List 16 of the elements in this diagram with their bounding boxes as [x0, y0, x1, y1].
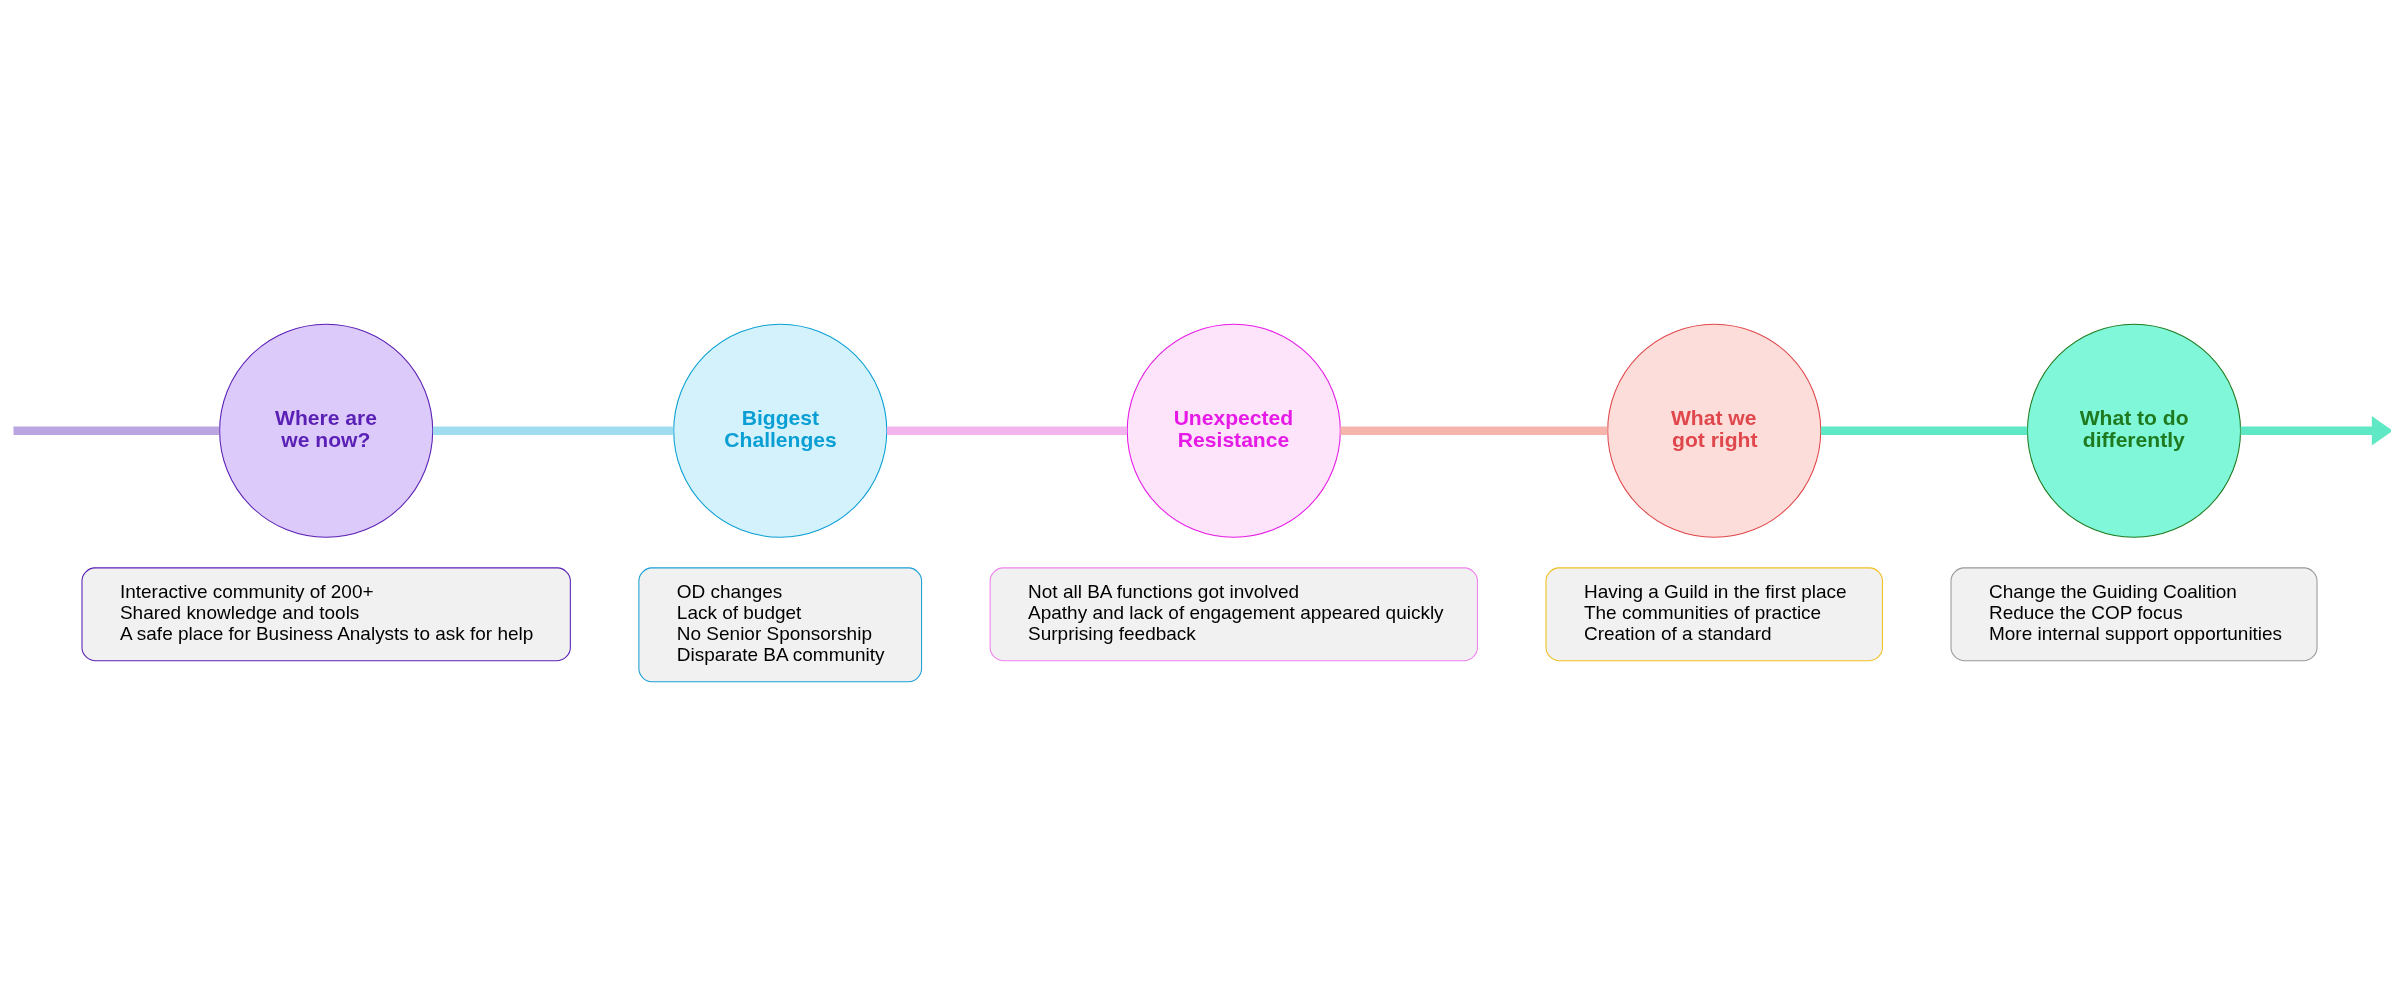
connector	[1340, 426, 1608, 435]
connector	[13, 426, 220, 435]
node-circle: What to do differently	[2026, 323, 2242, 538]
connector	[432, 426, 674, 435]
node-box: Having a Guild in the first place The communities of practice Creation of a standard	[1545, 566, 1883, 661]
node-box: OD changes Lack of budget No Senior Sponsorship Disparate BA community	[638, 566, 923, 682]
node-circle: Biggest Challenges	[673, 323, 888, 538]
connector	[1820, 426, 2028, 435]
node-circle: Where are we now?	[219, 323, 434, 538]
connector	[886, 426, 1128, 435]
node-circle: What we got right	[1607, 323, 1822, 538]
node-box: Change the Guiding Coalition Reduce the COP focus More internal support opportunities	[1950, 566, 2318, 661]
node-box: Not all BA functions got involved Apathy and lack of engagement appeared quickly Surprising feedback	[989, 566, 1478, 661]
node-circle: Unexpected Resistance	[1126, 323, 1341, 538]
node-box: Interactive community of 200+ Shared knowledge and tools A safe place for Business Analysts to ask for help	[81, 566, 571, 661]
arrow	[2240, 415, 2391, 445]
